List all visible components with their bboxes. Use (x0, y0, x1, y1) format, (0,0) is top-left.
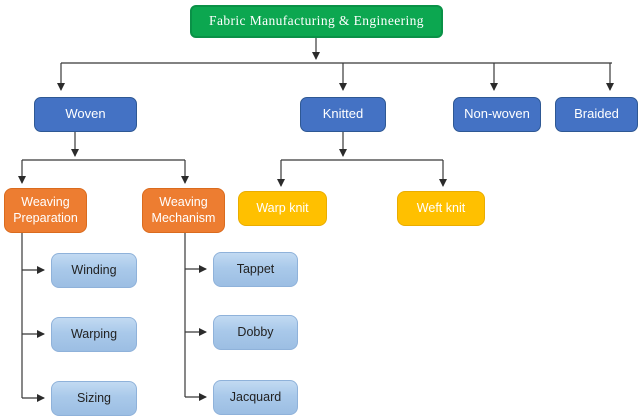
node-non-woven: Non-woven (453, 97, 541, 132)
node-warping: Warping (51, 317, 137, 352)
node-winding: Winding (51, 253, 137, 288)
node-knitted: Knitted (300, 97, 386, 132)
node-braided: Braided (555, 97, 638, 132)
node-tappet: Tappet (213, 252, 298, 287)
node-woven: Woven (34, 97, 137, 132)
node-sizing: Sizing (51, 381, 137, 416)
node-dobby: Dobby (213, 315, 298, 350)
node-fabric-manufacturing-engineering: Fabric Manufacturing & Engineering (190, 5, 443, 38)
node-weaving-preparation: Weaving Preparation (4, 188, 87, 233)
node-warp-knit: Warp knit (238, 191, 327, 226)
node-weft-knit: Weft knit (397, 191, 485, 226)
node-jacquard: Jacquard (213, 380, 298, 415)
node-weaving-mechanism: Weaving Mechanism (142, 188, 225, 233)
